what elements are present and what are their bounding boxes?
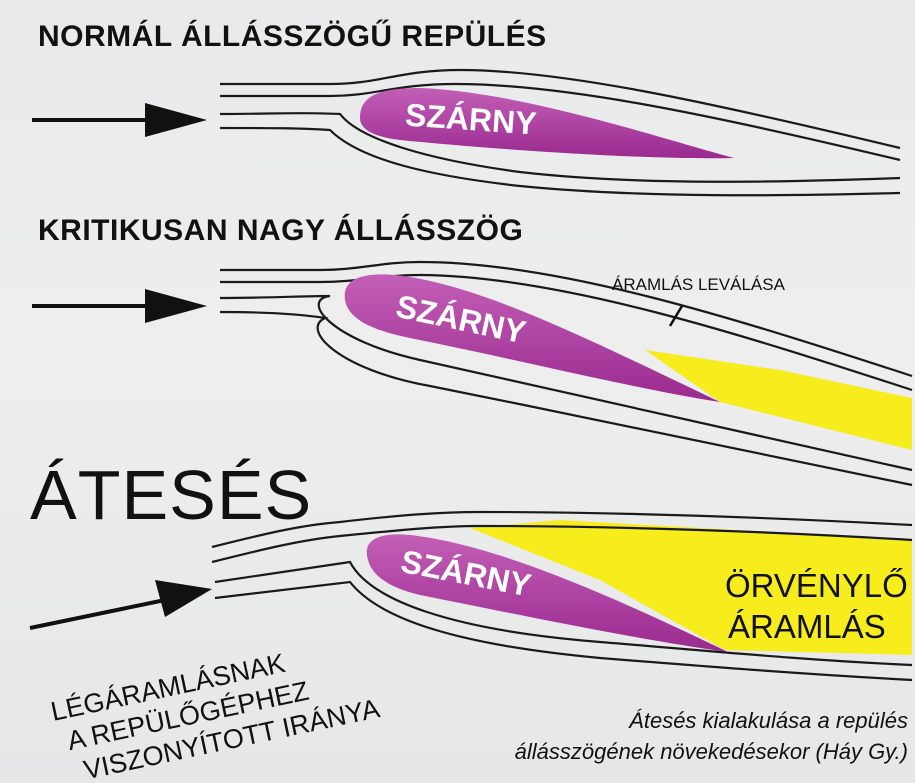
streamlines (220, 262, 912, 485)
vortex-label-line2: ÁRAMLÁS (728, 608, 886, 645)
separation-label: ÁRAMLÁS LEVÁLÁSA (612, 275, 786, 294)
caption-line2: állásszögének növekedésekor (Háy Gy.) (458, 736, 908, 767)
relative-wind-label: LÉGÁRAMLÁSNAK A REPÜLŐGÉPHEZ VISZONYÍTOT… (48, 631, 382, 783)
figure-caption: Átesés kialakulása a repülés állásszögén… (458, 705, 908, 767)
panel-critical: SZÁRNY ÁRAMLÁS LEVÁLÁSA (32, 262, 912, 485)
vortex-label-line1: ÖRVÉNYLŐ (725, 567, 908, 604)
separation-zone (645, 350, 912, 450)
caption-line1: Átesés kialakulása a repülés (458, 705, 908, 736)
airflow-arrow (32, 289, 207, 323)
airflow-arrow (32, 103, 207, 137)
airflow-arrow (30, 580, 212, 628)
panel-normal: SZÁRNY (32, 70, 900, 195)
